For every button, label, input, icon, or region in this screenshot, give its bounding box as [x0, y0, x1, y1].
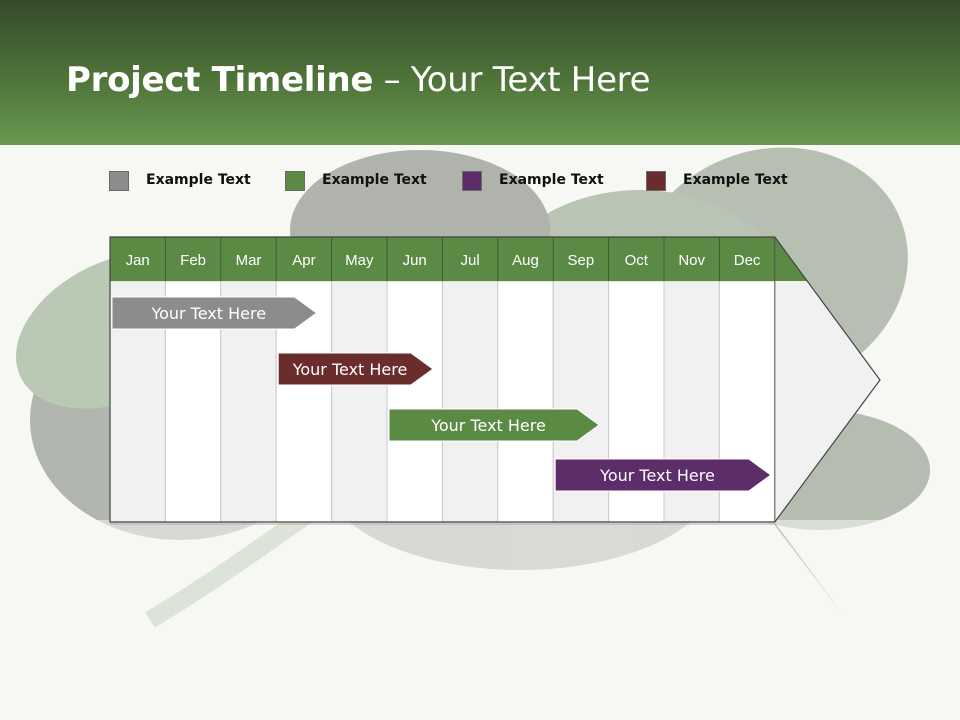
arrow-outline [109, 236, 881, 523]
timeline-reflection [109, 523, 846, 618]
month-label-mar: Mar [236, 252, 262, 269]
task-label: Your Text Here [599, 466, 715, 485]
month-label-nov: Nov [678, 252, 705, 269]
month-label-aug: Aug [512, 252, 539, 269]
legend-swatch-gray [109, 171, 129, 191]
legend-swatch-maroon [646, 171, 666, 191]
month-label-jul: Jul [461, 252, 480, 269]
month-header-row: Jan Feb Mar Apr May Jun Jul Aug Sep Oct Nov Dec [110, 237, 808, 522]
title-bold: Project Timeline [66, 60, 374, 100]
task-bar-shape [388, 408, 600, 442]
month-label-jan: Jan [126, 252, 150, 269]
month-column-jul [441, 280, 499, 523]
legend-swatch-purple [462, 171, 482, 191]
task-label: Your Text Here [150, 304, 266, 323]
timeline-arrow-outline [109, 236, 881, 523]
legend-label-purple: Example Text [499, 172, 604, 188]
legend-label-green: Example Text [322, 172, 427, 188]
month-label-dec: Dec [734, 252, 761, 269]
task-label: Your Text Here [430, 416, 546, 435]
title-rest: – Your Text Here [373, 60, 651, 100]
header-banner: Project Timeline – Your Text Here [0, 0, 960, 145]
legend-label-maroon: Example Text [683, 172, 788, 188]
month-column-aug [497, 280, 554, 523]
month-label-oct: Oct [625, 252, 649, 269]
arrow-body [774, 281, 880, 522]
task-label: Your Text Here [292, 360, 408, 379]
month-label-sep: Sep [568, 252, 595, 269]
task-bar-3: Your Text Here [388, 408, 600, 442]
task-bar-shape [554, 458, 772, 492]
page-title: Project Timeline – Your Text Here [66, 60, 651, 100]
month-label-may: May [345, 252, 374, 269]
month-label-apr: Apr [292, 252, 315, 269]
task-bar-shape [277, 352, 434, 386]
month-header-background [110, 237, 808, 281]
month-column-may [331, 280, 388, 523]
legend-swatch-green [285, 171, 305, 191]
task-bar-2: Your Text Here [277, 352, 434, 386]
legend-label-gray: Example Text [146, 172, 251, 188]
task-bar-shape [111, 296, 318, 330]
month-label-feb: Feb [180, 252, 206, 269]
month-label-jun: Jun [403, 252, 427, 269]
task-bar-1: Your Text Here [111, 296, 318, 330]
task-bar-4: Your Text Here [554, 458, 772, 492]
reflection-arrow-edge [774, 523, 846, 618]
month-column-jun [386, 280, 443, 523]
